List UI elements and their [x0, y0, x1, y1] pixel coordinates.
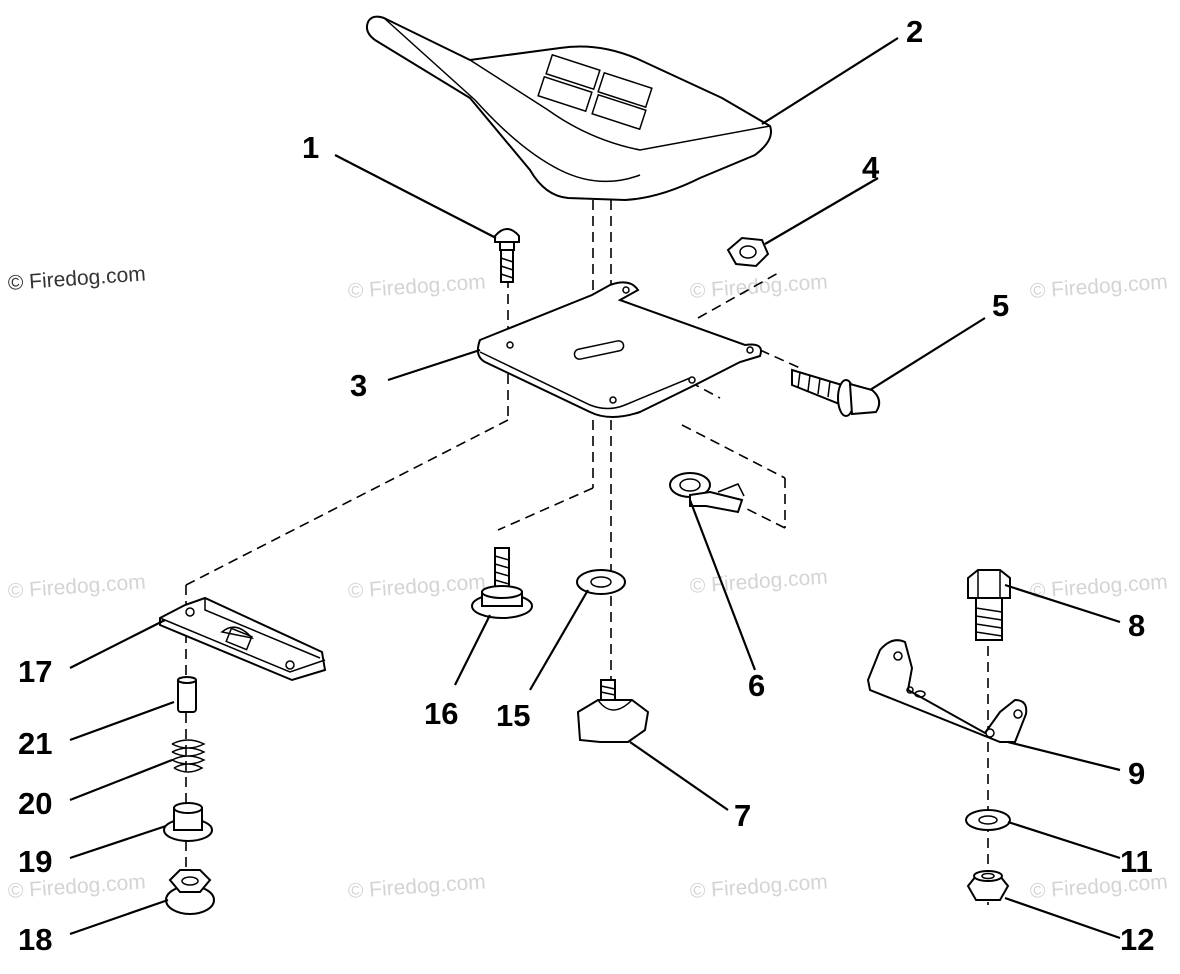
flange-bolt-part: [791, 368, 881, 417]
washer-part-11: [965, 809, 1011, 831]
nylock-nut-part: [966, 870, 1010, 901]
bracket-part: [866, 639, 1028, 743]
callout-11: 11: [1120, 844, 1153, 879]
callout-19: 19: [18, 844, 53, 879]
callout-3: 3: [350, 368, 368, 403]
callout-2: 2: [906, 14, 924, 49]
mounting-plate-part: [476, 281, 762, 418]
knob-part: [576, 679, 650, 743]
callout-4: 4: [862, 150, 880, 185]
callout-17: 17: [18, 654, 53, 689]
hex-nut-part: [726, 236, 770, 268]
callout-16: 16: [424, 696, 459, 731]
callout-12: 12: [1120, 922, 1155, 957]
callout-6: 6: [748, 668, 766, 703]
washer-part: [576, 569, 626, 595]
latch-plate-part: [159, 596, 327, 682]
callout-1: 1: [302, 130, 320, 165]
assembly-dash-lines: [185, 200, 989, 905]
callout-20: 20: [18, 786, 53, 821]
callout-5: 5: [992, 288, 1010, 323]
leader-lines: [69, 37, 1121, 940]
callout-9: 9: [1128, 756, 1146, 791]
flange-nut-part: [163, 802, 213, 842]
carriage-bolt-part: [494, 228, 520, 283]
seat-part: [365, 15, 772, 202]
pin-part: [177, 676, 197, 713]
flange-screw-part: [471, 547, 533, 619]
callout-7: 7: [734, 798, 752, 833]
spring-part: [171, 739, 206, 773]
hex-bolt-part: [967, 569, 1011, 641]
callout-15: 15: [496, 698, 531, 733]
callout-21: 21: [18, 726, 53, 761]
lock-nut-part: [165, 869, 215, 915]
callout-8: 8: [1128, 608, 1146, 643]
clip-part: [669, 472, 745, 514]
callout-18: 18: [18, 922, 53, 957]
